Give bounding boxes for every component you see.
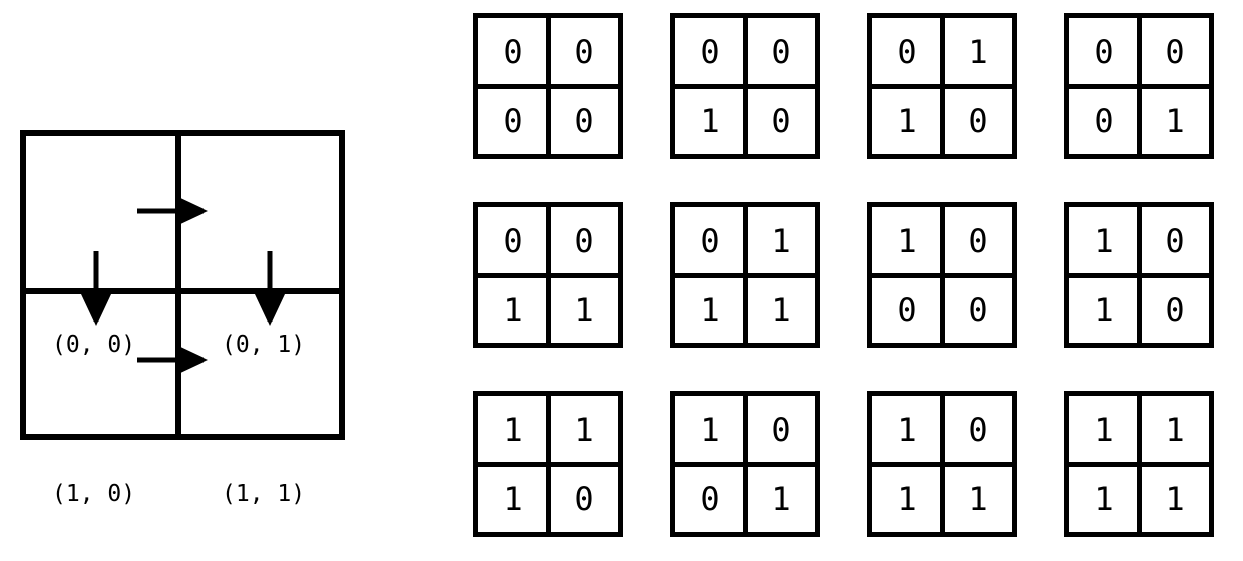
matrix-cell: 1	[1069, 464, 1139, 532]
matrix-cell: 0	[745, 18, 815, 86]
matrix-cell: 1	[897, 222, 917, 260]
matrix-cell: 0	[1139, 18, 1209, 86]
matrix-cell: 1	[675, 86, 745, 154]
matrix-cell: 0	[942, 396, 1012, 464]
matrix-cell: 1	[478, 464, 548, 532]
matrix-horizontal-rule	[1064, 461, 1214, 467]
matrix-cell: 0	[1139, 207, 1209, 275]
matrix-horizontal-rule	[1064, 83, 1214, 89]
matrix-cell: 0	[675, 464, 745, 532]
matrix-cell: 1	[1094, 411, 1114, 449]
matrix-cell: 1	[1069, 275, 1139, 343]
matrix-cell: 0	[942, 275, 1012, 343]
matrix-cell: 1	[872, 86, 942, 154]
matrix-cell: 0	[548, 207, 618, 275]
matrix-cell: 0	[942, 207, 1012, 275]
matrix-horizontal-rule	[867, 272, 1017, 278]
matrix-cell: 1	[1139, 396, 1209, 464]
index-diagram-horizontal-divider	[20, 288, 345, 294]
matrix-cell: 1	[478, 275, 548, 343]
matrix-cell: 1	[942, 18, 1012, 86]
matrix-cell: 1	[745, 464, 815, 532]
matrix-cell: 0	[503, 222, 523, 260]
matrix-cell: 0	[700, 33, 720, 71]
matrix-horizontal-rule	[867, 461, 1017, 467]
matrix-cell: 0	[745, 86, 815, 154]
matrix-cell: 1	[1094, 222, 1114, 260]
matrix-cell: 1	[700, 411, 720, 449]
matrix-horizontal-rule	[1064, 272, 1214, 278]
matrix-cell: 0	[1069, 86, 1139, 154]
matrix-cell: 0	[942, 86, 1012, 154]
matrix-cell: 0	[700, 222, 720, 260]
matrix-horizontal-rule	[670, 272, 820, 278]
matrix-horizontal-rule	[670, 83, 820, 89]
matrix-cell: 0	[503, 33, 523, 71]
index-label-bottom-left: (1, 0)	[52, 481, 136, 507]
matrix-cell: 1	[1139, 464, 1209, 532]
index-position-diagram: (0, 0) (0, 1) (1, 0) (1, 1)	[20, 130, 345, 506]
matrix-horizontal-rule	[473, 272, 623, 278]
matrix-cell: 1	[745, 207, 815, 275]
matrix-cell: 0	[1139, 275, 1209, 343]
matrix-cell: 1	[942, 464, 1012, 532]
matrix-cell: 1	[548, 396, 618, 464]
matrix-cell: 0	[1094, 33, 1114, 71]
matrix-cell: 0	[548, 86, 618, 154]
matrix-cell: 1	[675, 275, 745, 343]
matrix-cell: 0	[872, 275, 942, 343]
matrix-cell: 0	[897, 33, 917, 71]
matrix-cell: 0	[548, 18, 618, 86]
matrix-cell: 1	[1139, 86, 1209, 154]
matrix-cell: 0	[745, 396, 815, 464]
matrix-cell: 0	[478, 86, 548, 154]
matrix-horizontal-rule	[867, 83, 1017, 89]
matrix-horizontal-rule	[670, 461, 820, 467]
matrix-cell: 0	[548, 464, 618, 532]
matrix-cell: 1	[872, 464, 942, 532]
index-label-top-left: (0, 0)	[52, 332, 136, 358]
matrix-cell: 1	[745, 275, 815, 343]
index-label-bottom-right: (1, 1)	[222, 481, 306, 507]
matrix-horizontal-rule	[473, 461, 623, 467]
matrix-cell: 1	[897, 411, 917, 449]
matrix-horizontal-rule	[473, 83, 623, 89]
index-label-top-right: (0, 1)	[222, 332, 306, 358]
matrix-cell: 1	[503, 411, 523, 449]
index-diagram-vertical-divider	[175, 130, 181, 440]
matrix-cell: 1	[548, 275, 618, 343]
